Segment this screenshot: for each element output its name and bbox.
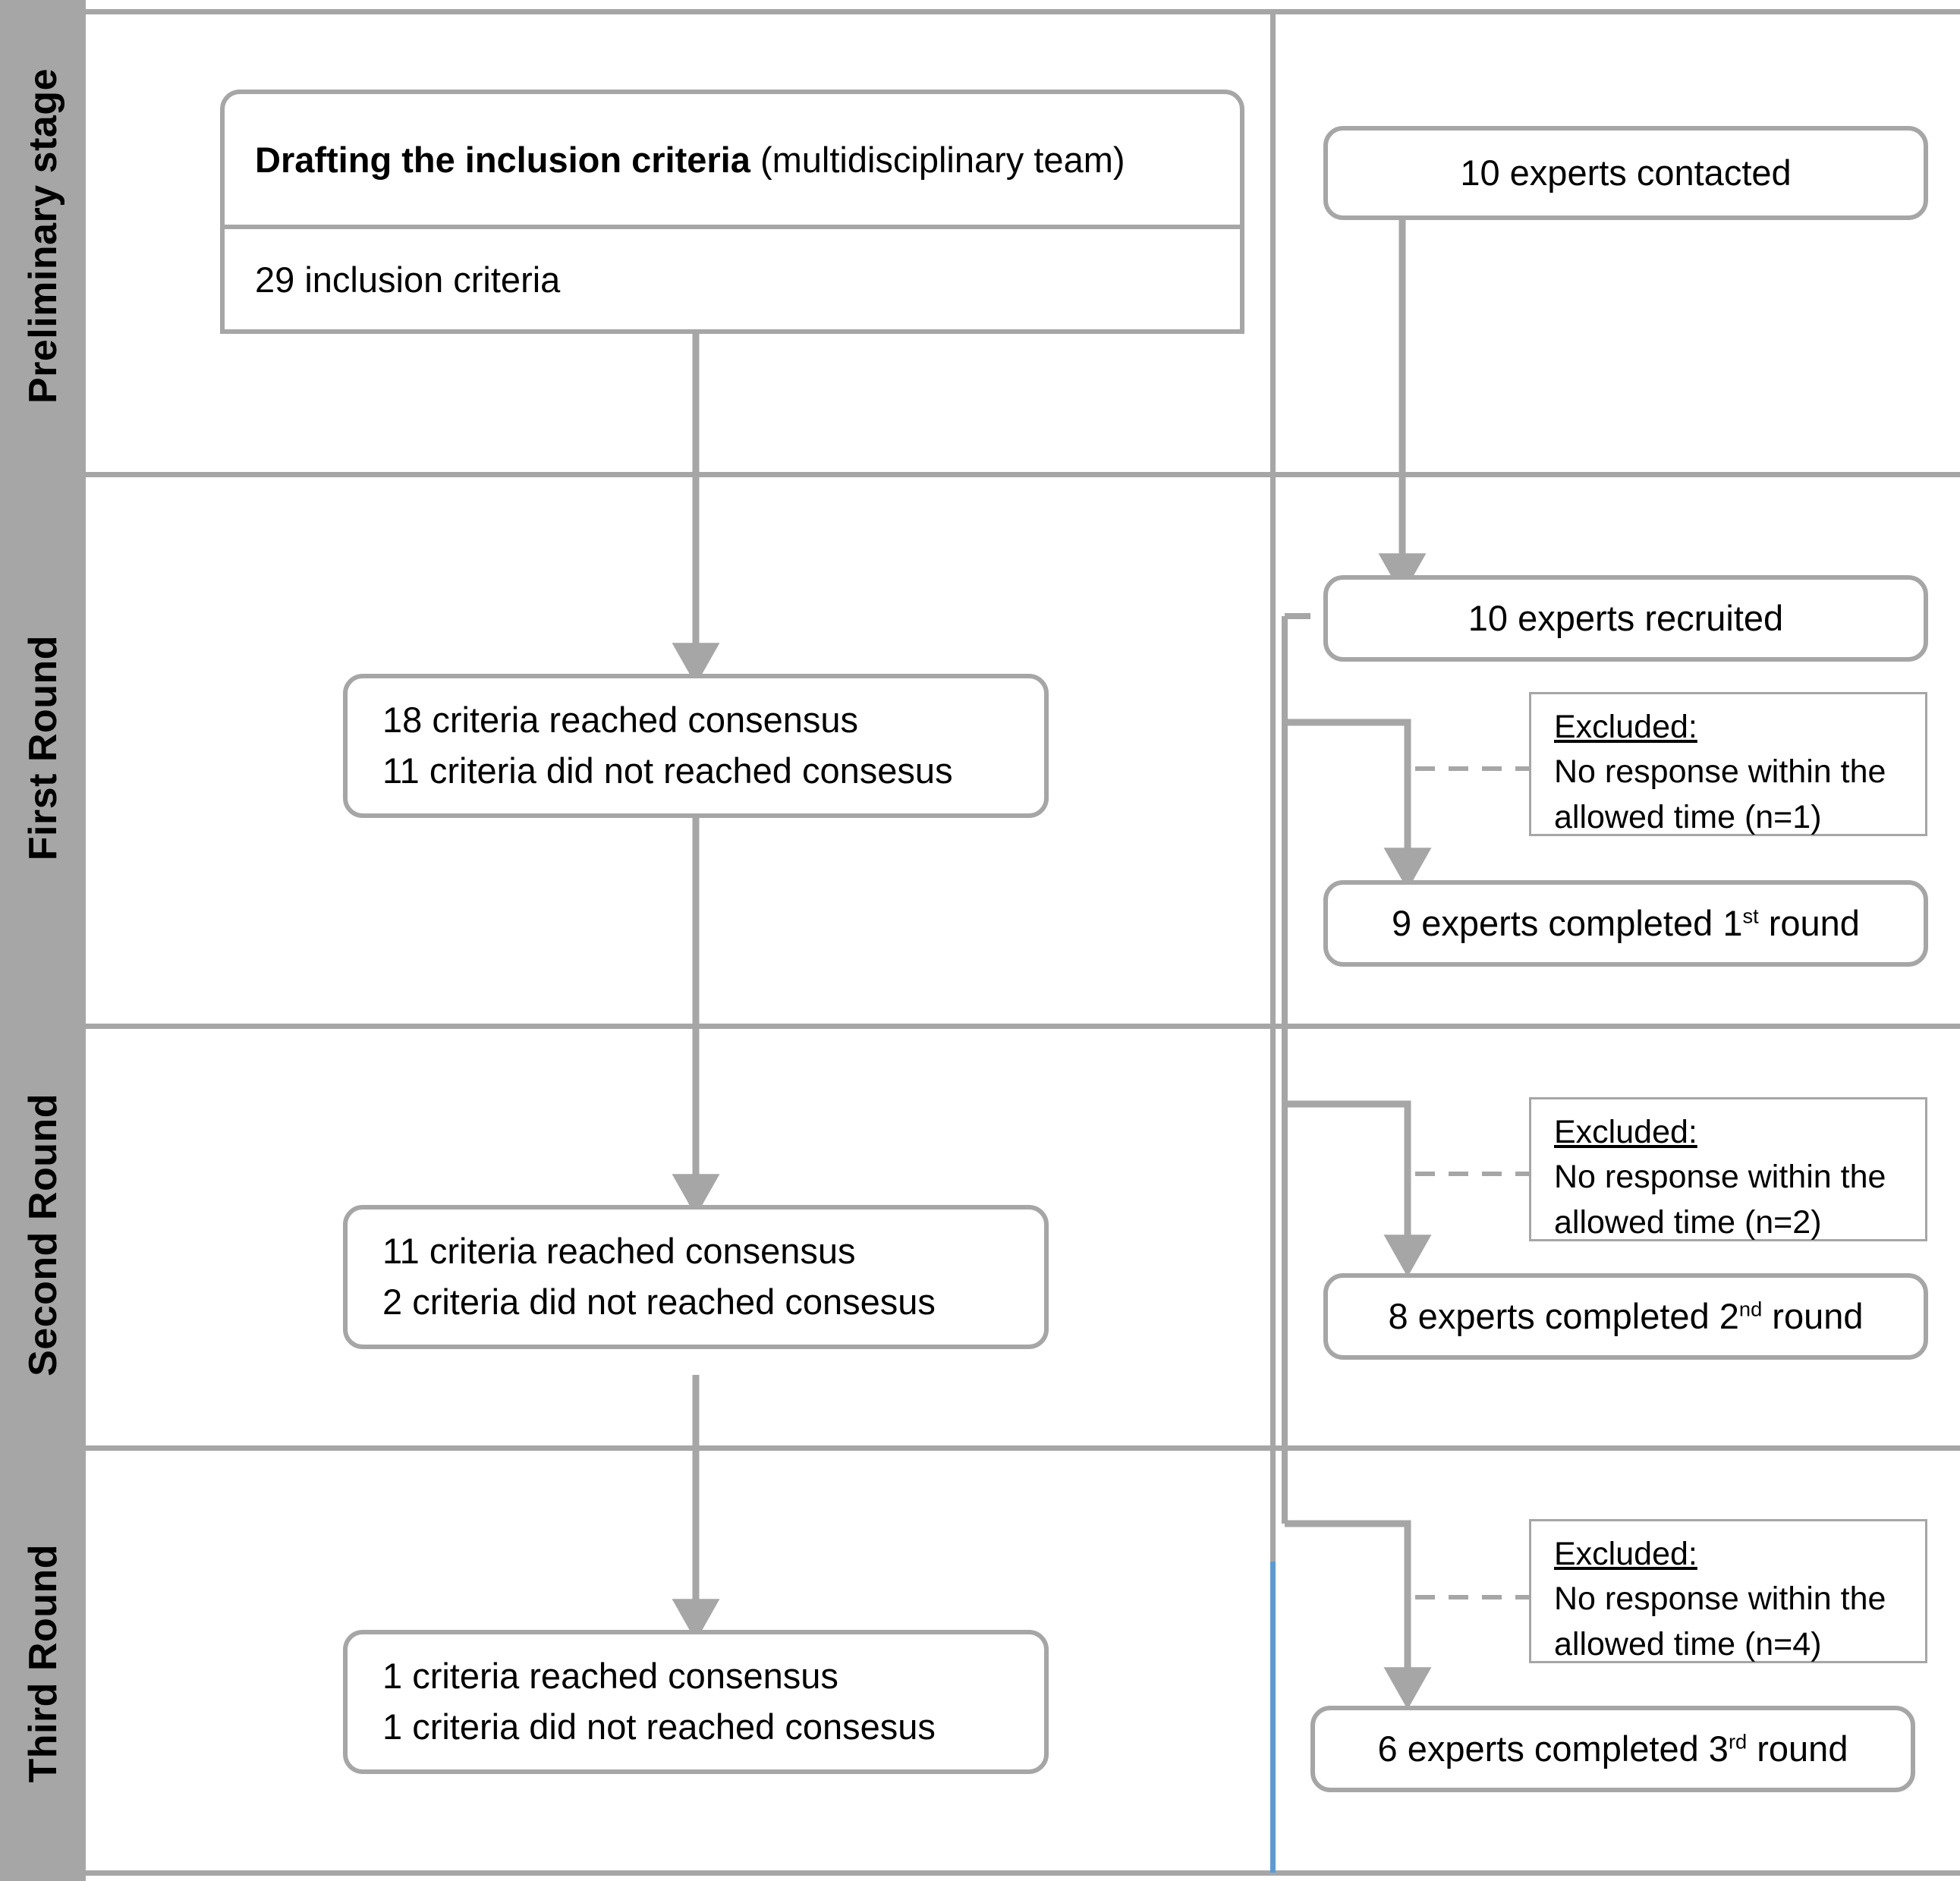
elbow-round1-exclusion — [1285, 719, 1432, 890]
completed-round3-text: 6 experts completed 3rd round — [1358, 1724, 1868, 1775]
round2-result-box: 11 criteria reached consensus 2 criteria… — [343, 1205, 1049, 1349]
experts-recruited-box: 10 experts recruited — [1323, 575, 1928, 662]
stage-cell-first-round: First Round — [0, 472, 86, 1024]
completed-round1-box: 9 experts completed 1st round — [1323, 880, 1928, 967]
lane-divider-bottom — [86, 1870, 1960, 1876]
completed-round2-text: 8 experts completed 2nd round — [1368, 1291, 1883, 1342]
stage-label-third-round: Third Round — [20, 1543, 65, 1783]
lane-divider-1 — [86, 472, 1960, 477]
elbow-round2-exclusion — [1285, 1100, 1432, 1277]
stage-cell-preliminary: Preliminary stage — [0, 0, 86, 472]
experts-contacted-text: 10 experts contacted — [1460, 152, 1792, 193]
round2-line1: 11 criteria reached consensus — [382, 1231, 856, 1272]
round3-line1: 1 criteria reached consensus — [382, 1656, 838, 1697]
stage-cell-second-round: Second Round — [0, 1024, 86, 1445]
excluded-round2-header: Excluded: — [1554, 1114, 1697, 1150]
completed-round1-post: round — [1758, 902, 1860, 943]
completed-round3-ordinal: rd — [1728, 1728, 1748, 1753]
stage-label-preliminary: Preliminary stage — [20, 68, 65, 404]
lane-divider-top — [86, 9, 1960, 14]
column-divider-grey — [1270, 9, 1276, 1562]
excluded-round3-header: Excluded: — [1554, 1536, 1697, 1572]
completed-round3-post: round — [1747, 1728, 1848, 1769]
completed-round1-pre: 9 experts completed 1 — [1392, 902, 1743, 943]
round1-line1: 18 criteria reached consensus — [382, 700, 859, 741]
round3-line2: 1 criteria did not reached consesus — [382, 1706, 936, 1747]
completed-round2-box: 8 experts completed 2nd round — [1323, 1273, 1928, 1360]
round3-result-box: 1 criteria reached consensus 1 criteria … — [343, 1630, 1049, 1774]
round2-line2: 2 criteria did not reached consesus — [382, 1282, 936, 1322]
completed-round1-text: 9 experts completed 1st round — [1372, 898, 1880, 949]
stage-label-second-round: Second Round — [20, 1093, 65, 1376]
drafting-title-rest: (multidisciplinary team) — [750, 139, 1125, 180]
column-divider-accent — [1270, 1562, 1276, 1873]
round1-line2: 11 criteria did not reached consesus — [382, 750, 953, 791]
excluded-round3-line2: allowed time (n=4) — [1554, 1625, 1822, 1662]
experts-contacted-box: 10 experts contacted — [1323, 126, 1928, 220]
completed-round2-ordinal: nd — [1738, 1296, 1763, 1320]
lane-divider-3 — [86, 1445, 1960, 1451]
completed-round2-pre: 8 experts completed 2 — [1388, 1295, 1739, 1336]
excluded-round3-line1: No response within the — [1554, 1581, 1886, 1618]
completed-round3-box: 6 experts completed 3rd round — [1310, 1706, 1915, 1792]
drafting-box-body: 29 inclusion criteria — [225, 229, 1240, 329]
experts-recruited-text: 10 experts recruited — [1468, 597, 1784, 638]
drafting-box-header: Drafting the inclusion criteria (multidi… — [225, 94, 1240, 229]
stage-cell-third-round: Third Round — [0, 1445, 86, 1881]
completed-round2-post: round — [1762, 1295, 1864, 1336]
stage-rail — [0, 0, 86, 1881]
stage-label-first-round: First Round — [20, 634, 65, 861]
drafting-box: Drafting the inclusion criteria (multidi… — [220, 90, 1244, 334]
excluded-round1-header: Excluded: — [1554, 709, 1697, 745]
excluded-round1-line1: No response within the — [1554, 753, 1886, 791]
excluded-box-round1: Excluded: No response within the allowed… — [1529, 692, 1927, 836]
completed-round3-pre: 6 experts completed 3 — [1377, 1728, 1729, 1769]
lane-divider-2 — [86, 1024, 1960, 1029]
drafting-title-bold: Drafting the inclusion criteria — [255, 139, 750, 180]
round1-result-box: 18 criteria reached consensus 11 criteri… — [343, 674, 1049, 818]
completed-round1-ordinal: st — [1742, 903, 1759, 927]
drafting-body-text: 29 inclusion criteria — [255, 259, 561, 300]
excluded-round2-line2: allowed time (n=2) — [1554, 1203, 1822, 1241]
excluded-round2-line1: No response within the — [1554, 1159, 1886, 1196]
excluded-box-round3: Excluded: No response within the allowed… — [1529, 1519, 1927, 1663]
excluded-box-round2: Excluded: No response within the allowed… — [1529, 1097, 1927, 1241]
excluded-round1-line2: allowed time (n=1) — [1554, 798, 1822, 835]
elbow-round3-exclusion — [1285, 1520, 1432, 1710]
